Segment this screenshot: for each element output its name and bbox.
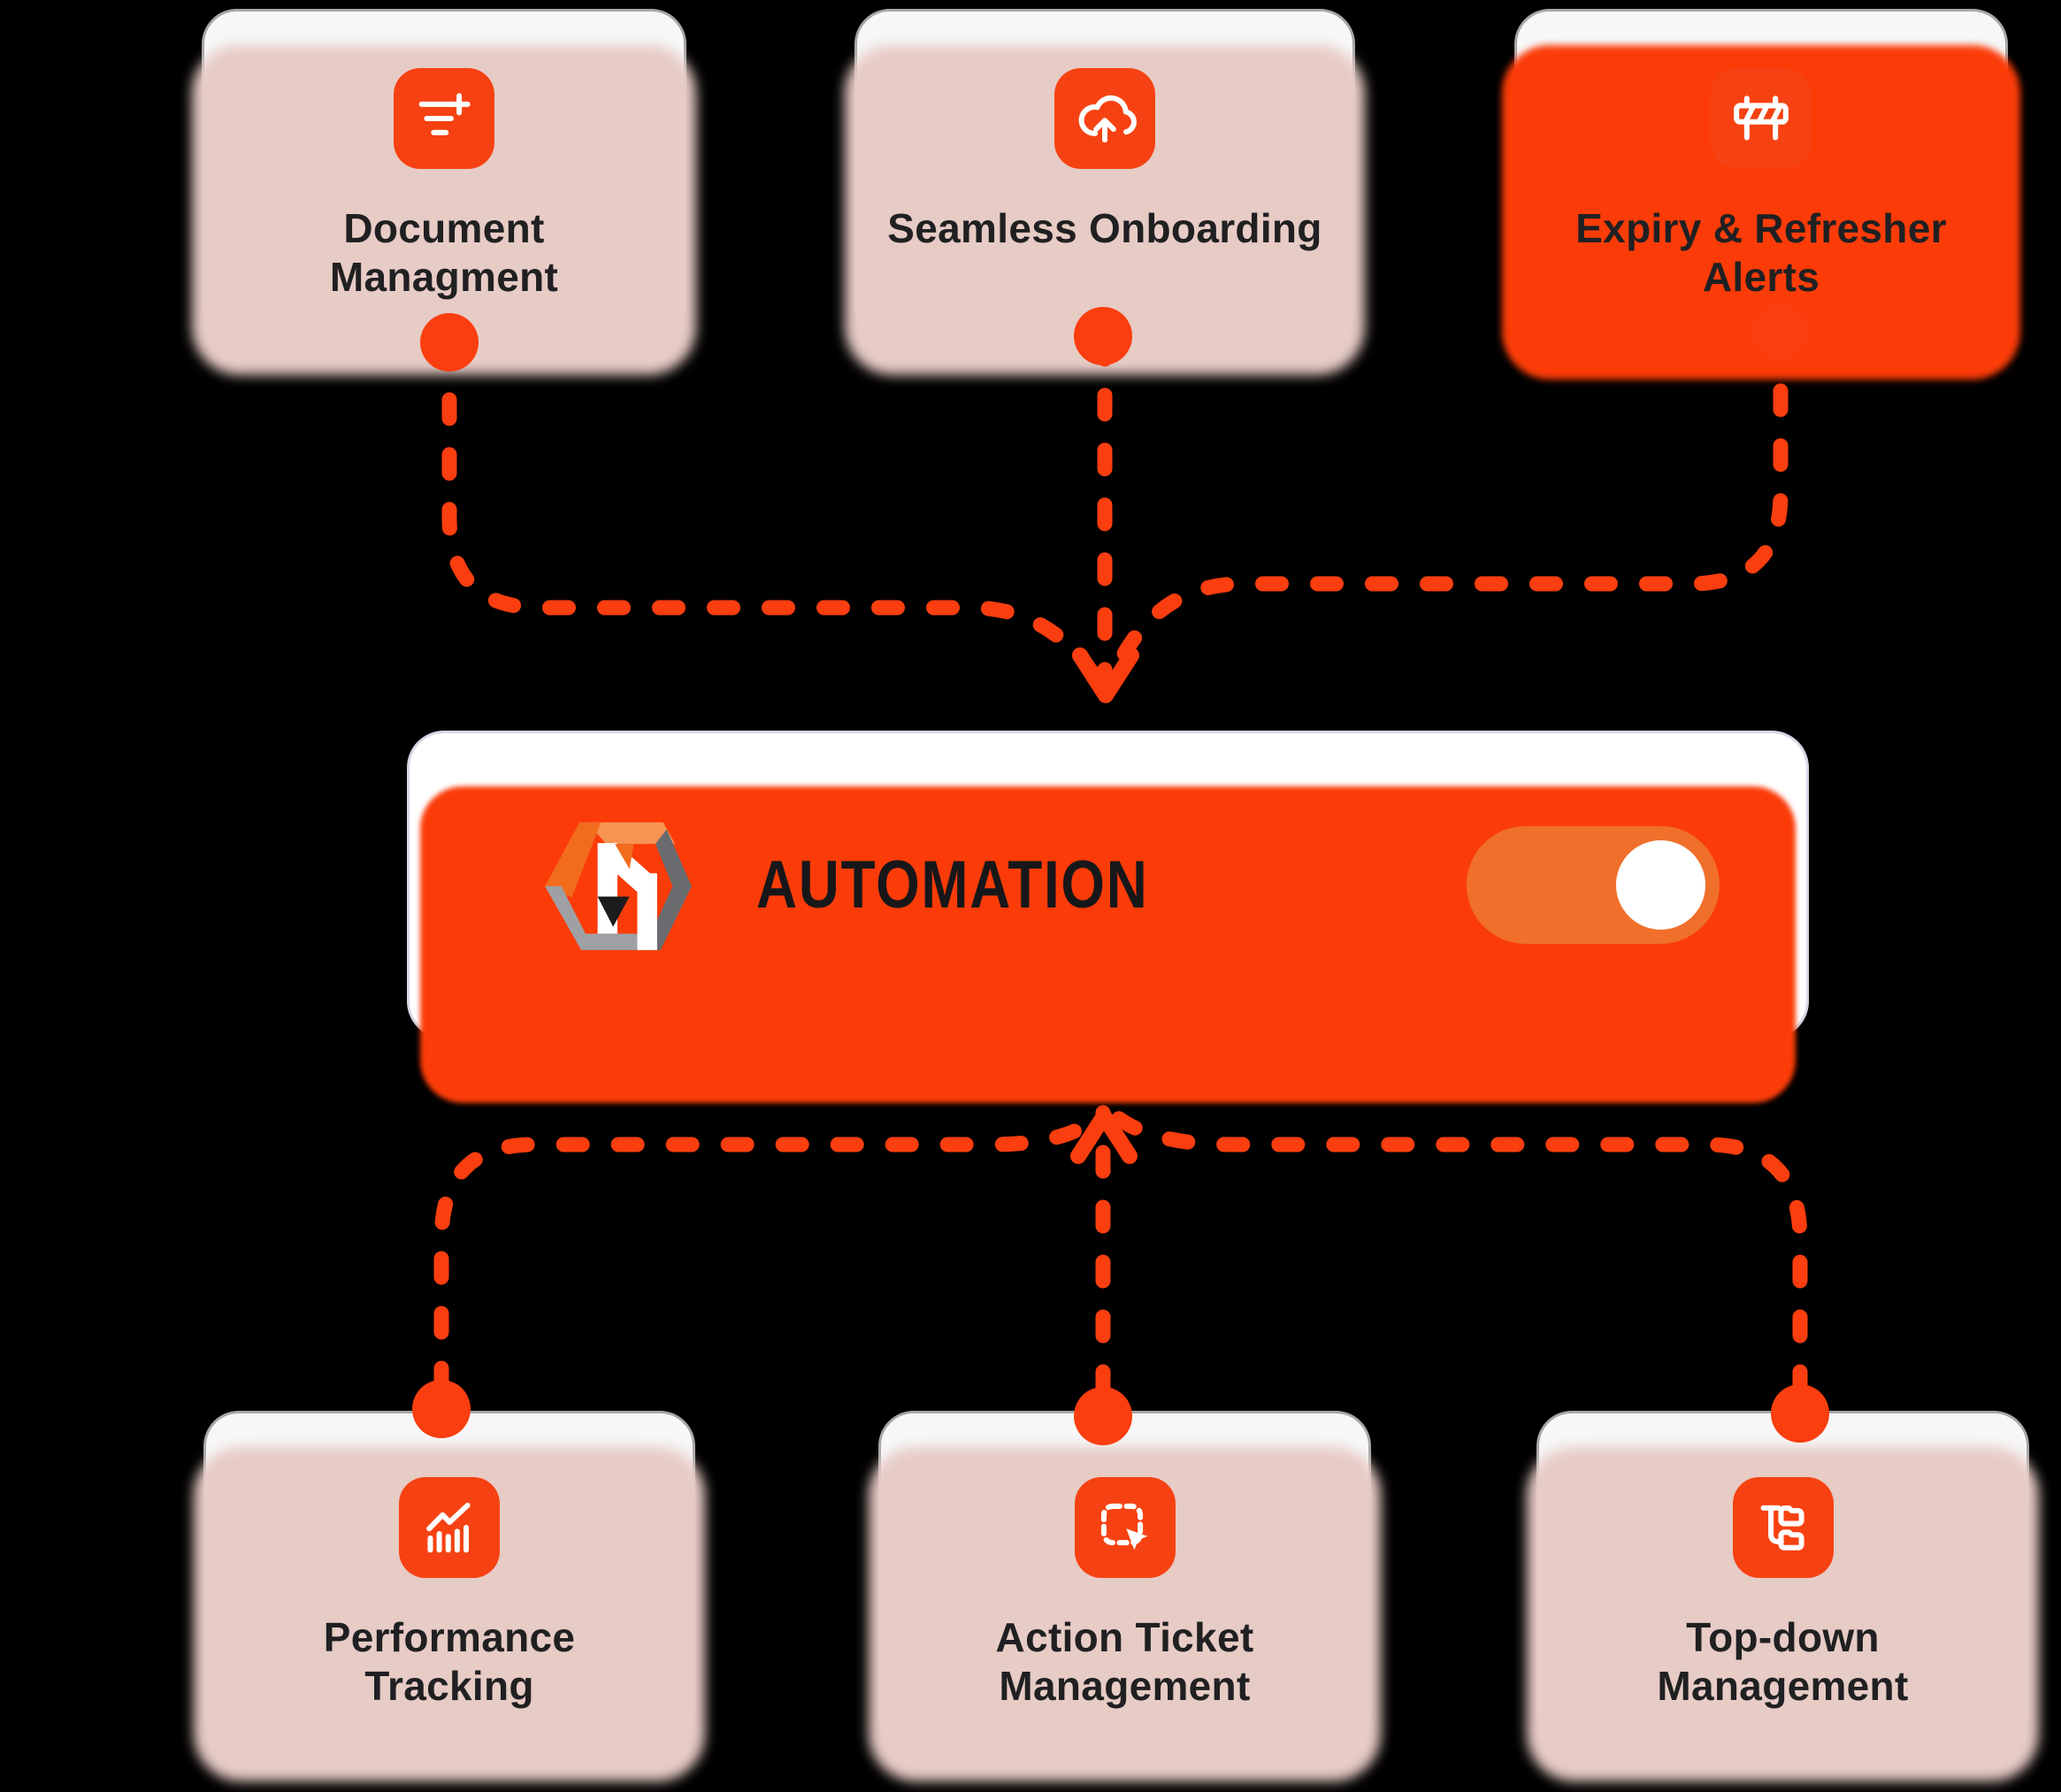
card-label: Top-down Management [1657,1614,1909,1709]
icon-tile [1711,68,1812,169]
card-action-ticket-management: Action Ticket Management [878,1411,1371,1747]
card-top-down-management: Top-down Management [1536,1411,2029,1747]
icon-tile [394,68,494,169]
automation-bar: AUTOMATION [407,731,1809,1038]
toggle-knob[interactable] [1616,839,1705,930]
filter-plus-icon [418,93,471,135]
card-expiry-refresher-alerts: Expiry & Refresher Alerts [1514,9,2008,341]
card-performance-tracking: Performance Tracking [203,1411,695,1747]
connector-top-left [441,337,1101,682]
icon-tile [1732,1477,1834,1578]
card-document-management: Document Managment [202,9,686,341]
icon-tile [1054,68,1155,169]
card-label: Action Ticket Management [995,1614,1254,1709]
select-cursor-icon [1100,1503,1147,1551]
connector-bottom-left [433,1112,1103,1395]
card-label: Seamless Onboarding [887,205,1322,251]
barrier-icon [1734,96,1789,141]
arrowhead-up [1070,1108,1138,1164]
card-label: Performance Tracking [323,1614,576,1709]
icon-tile [399,1477,500,1578]
connector-top-right [1112,328,1789,670]
icon-tile [1074,1477,1176,1578]
arrowhead-down [1072,647,1139,703]
cloud-upload-icon [1078,95,1137,143]
automation-toggle[interactable] [1467,825,1720,944]
chart-growth-icon [426,1502,471,1553]
automation-title: AUTOMATION [756,846,1149,923]
card-label: Document Managment [329,205,559,300]
connector-bottom-right [1110,1110,1808,1398]
hexagon-h-logo [545,822,692,951]
hierarchy-icon [1760,1505,1804,1551]
card-seamless-onboarding: Seamless Onboarding [854,9,1355,341]
card-label: Expiry & Refresher Alerts [1575,205,1947,300]
